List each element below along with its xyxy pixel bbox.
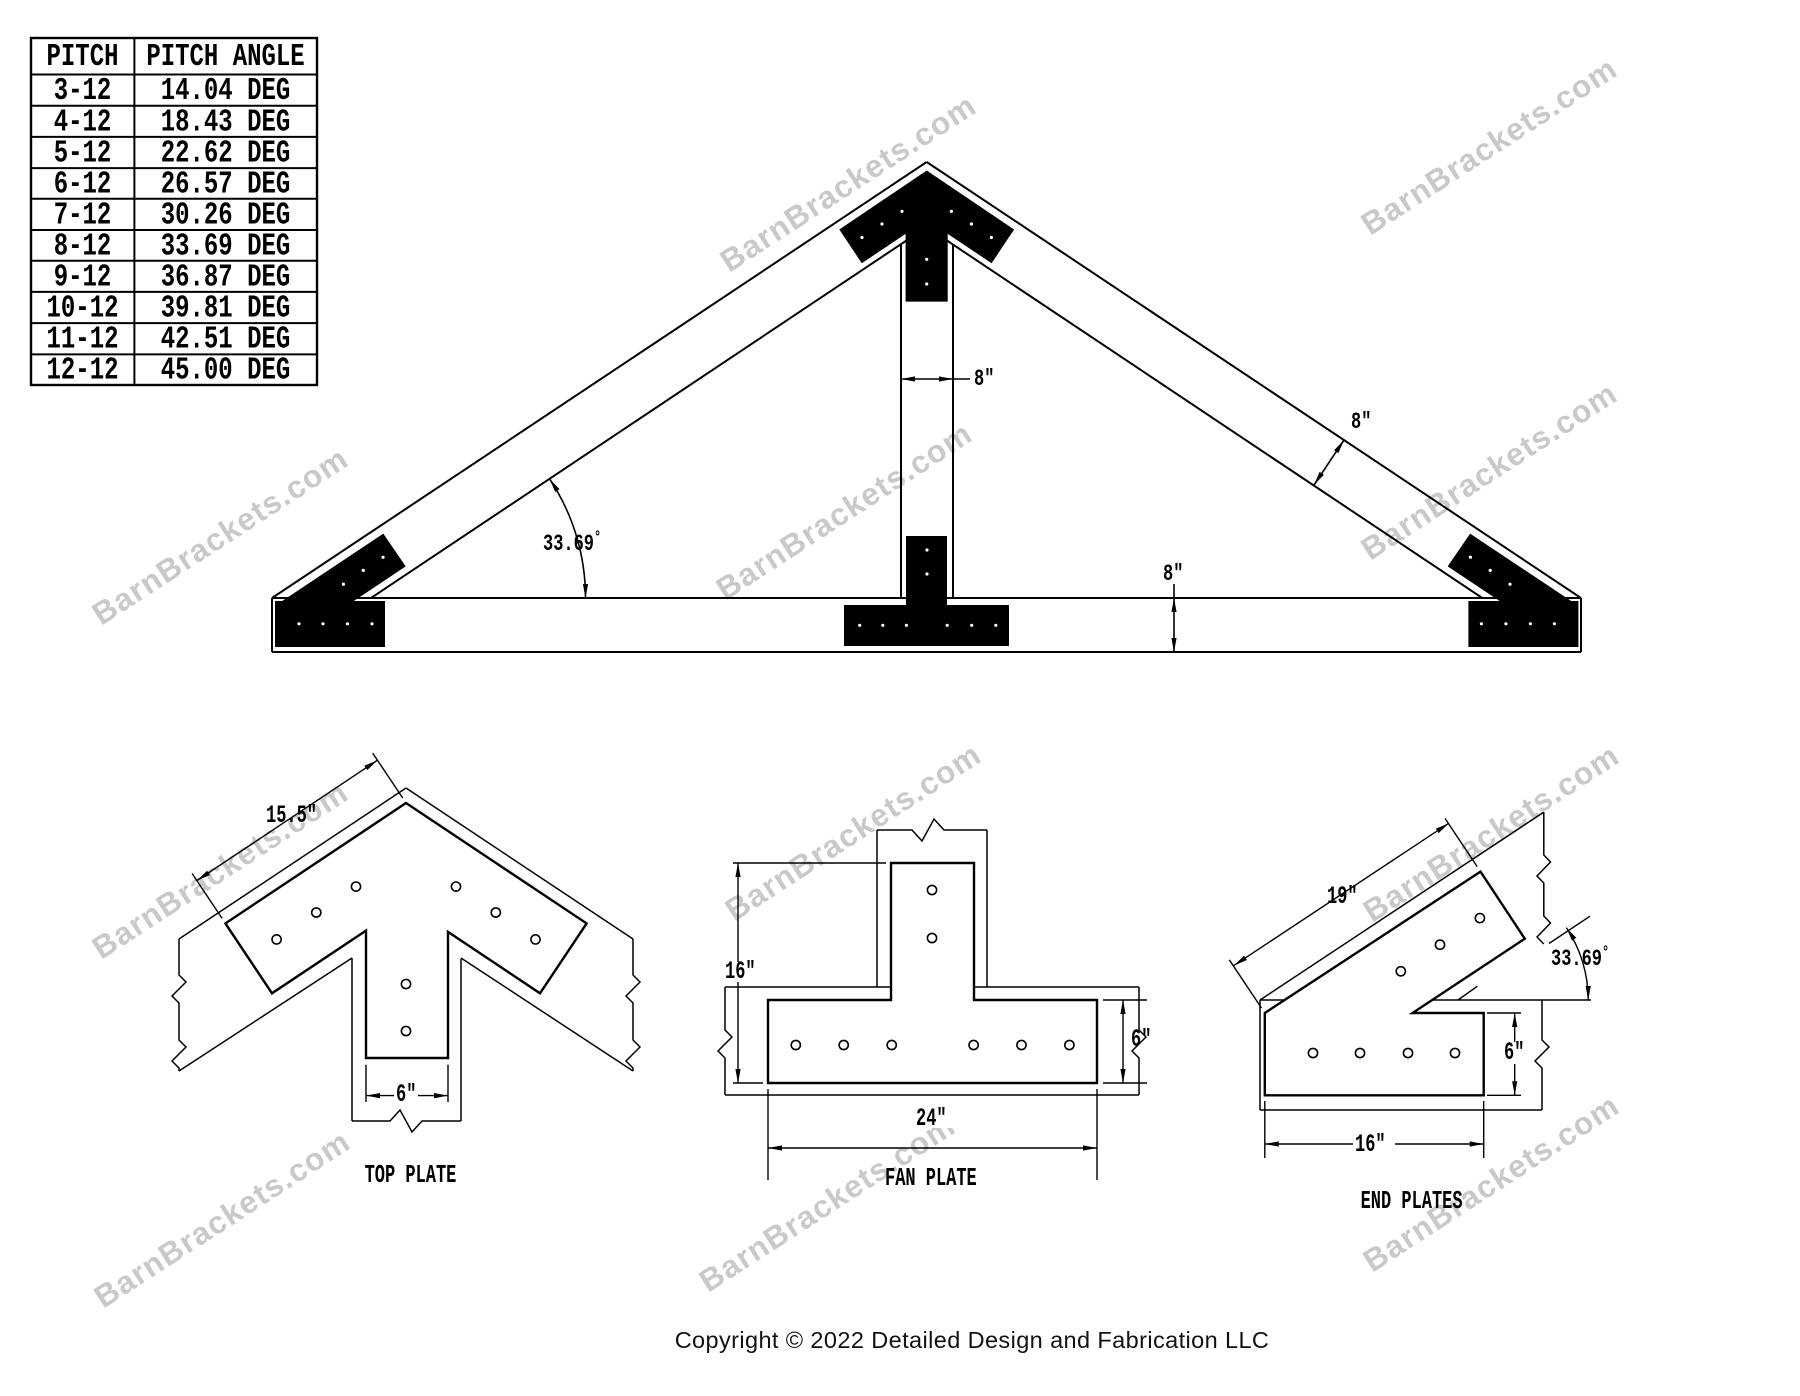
svg-text:END PLATES: END PLATES — [1361, 1187, 1463, 1216]
svg-text:6-12: 6-12 — [54, 166, 112, 202]
svg-text:PITCH: PITCH — [47, 39, 119, 75]
svg-text:5-12: 5-12 — [54, 136, 112, 172]
svg-text:8″: 8″ — [974, 367, 994, 393]
svg-text:36.87 DEG: 36.87 DEG — [161, 259, 291, 295]
svg-text:6″: 6″ — [1504, 1039, 1524, 1067]
svg-text:3-12: 3-12 — [54, 73, 112, 109]
svg-text:8″: 8″ — [1163, 562, 1183, 588]
svg-text:6″: 6″ — [396, 1081, 416, 1109]
svg-text:45.00 DEG: 45.00 DEG — [161, 353, 291, 389]
svg-text:PITCH ANGLE: PITCH ANGLE — [146, 39, 304, 75]
svg-text:16″: 16″ — [725, 958, 756, 986]
svg-text:16″: 16″ — [1355, 1131, 1386, 1159]
svg-text:7-12: 7-12 — [54, 197, 112, 233]
svg-text:14.04 DEG: 14.04 DEG — [161, 73, 291, 109]
svg-text:11-12: 11-12 — [47, 322, 119, 358]
svg-text:33.69°: 33.69° — [543, 529, 601, 558]
svg-text:26.57 DEG: 26.57 DEG — [161, 166, 291, 202]
svg-text:12-12: 12-12 — [47, 353, 119, 389]
svg-text:33.69 DEG: 33.69 DEG — [161, 228, 291, 264]
svg-text:8″: 8″ — [1351, 410, 1371, 436]
svg-text:24″: 24″ — [916, 1105, 947, 1133]
svg-text:22.62 DEG: 22.62 DEG — [161, 136, 291, 172]
svg-text:18.43 DEG: 18.43 DEG — [161, 104, 291, 140]
svg-text:9-12: 9-12 — [54, 259, 112, 295]
svg-text:39.81 DEG: 39.81 DEG — [161, 291, 291, 327]
svg-text:Copyright © 2022 Detailed Desi: Copyright © 2022 Detailed Design and Fab… — [675, 1327, 1270, 1353]
svg-text:8-12: 8-12 — [54, 228, 112, 264]
svg-text:TOP PLATE: TOP PLATE — [365, 1161, 457, 1190]
svg-text:30.26 DEG: 30.26 DEG — [161, 197, 291, 233]
svg-text:10-12: 10-12 — [47, 291, 119, 327]
svg-text:6″: 6″ — [1131, 1026, 1151, 1054]
svg-text:19″: 19″ — [1327, 883, 1358, 911]
svg-text:42.51 DEG: 42.51 DEG — [161, 322, 291, 358]
svg-text:15.5″: 15.5″ — [266, 802, 317, 830]
svg-text:FAN PLATE: FAN PLATE — [885, 1164, 977, 1193]
svg-text:33.69°: 33.69° — [1551, 944, 1609, 973]
svg-text:4-12: 4-12 — [54, 104, 112, 140]
